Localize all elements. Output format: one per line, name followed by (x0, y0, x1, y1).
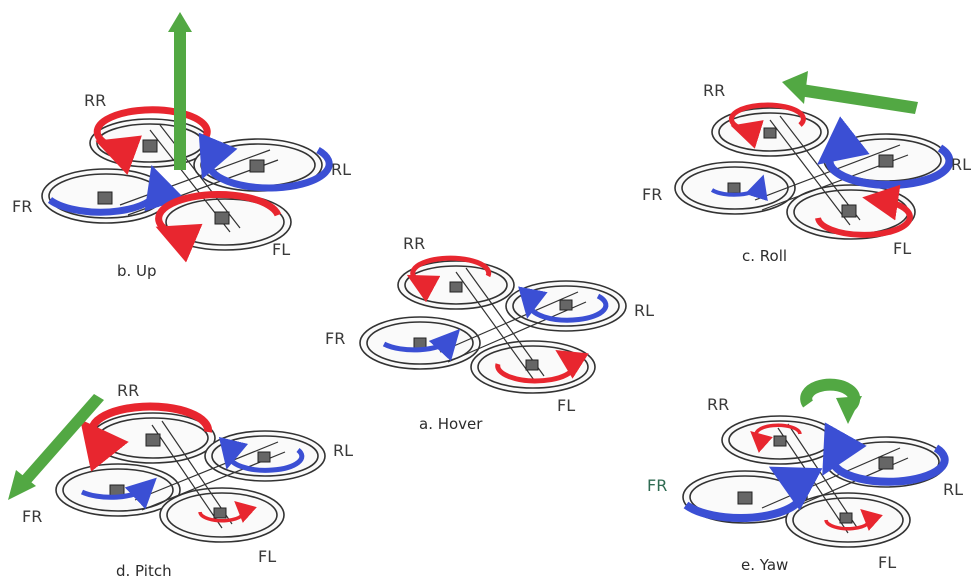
panel-roll: RR RL FR FL c. Roll (642, 71, 971, 265)
panel-pitch: RR RL FR FL d. Pitch (8, 381, 353, 580)
caption-pitch: d. Pitch (116, 562, 172, 580)
motor-hubs (737, 435, 894, 524)
motion-arrow-yaw (800, 378, 862, 424)
label-rr: RR (403, 234, 425, 253)
panel-yaw: RR RL FR FL e. Yaw (647, 378, 963, 574)
rotation-arrow-rr (406, 255, 492, 303)
label-rl: RL (333, 441, 353, 460)
rotation-arrow-fl (824, 508, 883, 531)
rotation-arrow-rl (518, 286, 609, 323)
rotation-arrow-fr (80, 477, 157, 510)
rotation-arrow-rr (750, 423, 802, 453)
motion-arrow-roll (782, 71, 918, 114)
caption-hover: a. Hover (419, 415, 483, 433)
rotation-arrow-fl (155, 191, 282, 263)
drone-frame (359, 260, 627, 394)
label-fr: FR (647, 476, 667, 495)
caption-up: b. Up (117, 262, 157, 280)
rotation-arrow-rl (198, 132, 333, 192)
rotation-arrow-fl (495, 349, 589, 384)
label-rr: RR (703, 81, 725, 100)
label-rl: RL (951, 155, 971, 174)
label-rr: RR (84, 91, 106, 110)
rotation-arrow-fr (382, 328, 461, 362)
label-rl: RL (634, 301, 654, 320)
rotation-arrow-rl (822, 422, 949, 486)
rotation-arrow-fl (198, 500, 257, 523)
motor-hubs (97, 139, 265, 225)
label-rr: RR (707, 395, 729, 414)
label-fl: FL (557, 396, 575, 415)
rotation-arrow-fr (683, 466, 823, 522)
label-fr: FR (22, 507, 42, 526)
label-fr: FR (642, 185, 662, 204)
motion-arrow-up (168, 12, 192, 170)
label-fl: FL (272, 240, 290, 259)
motion-arrow-pitch (8, 394, 104, 500)
rotation-arrow-rr (728, 102, 806, 149)
label-fr: FR (12, 197, 32, 216)
panel-up: RR RL FR FL b. Up (12, 12, 351, 280)
label-fl: FL (893, 239, 911, 258)
label-rl: RL (331, 160, 351, 179)
caption-roll: c. Roll (742, 247, 787, 265)
panel-hover: RR RL FR FL a. Hover (325, 234, 654, 433)
label-fr: FR (325, 329, 345, 348)
label-fl: FL (878, 553, 896, 572)
rotation-arrow-rr (93, 106, 211, 175)
rotation-arrow-rr (80, 402, 213, 472)
motor-hubs (413, 281, 573, 371)
caption-yaw: e. Yaw (741, 556, 788, 574)
label-rr: RR (117, 381, 139, 400)
motor-hubs (727, 127, 894, 218)
rotation-arrow-fr (47, 165, 185, 216)
label-fl: FL (258, 547, 276, 566)
rotation-arrow-rl (218, 436, 305, 473)
label-rl: RL (943, 480, 963, 499)
rotation-arrow-fr (710, 174, 768, 202)
rotation-arrow-fl (815, 184, 913, 238)
